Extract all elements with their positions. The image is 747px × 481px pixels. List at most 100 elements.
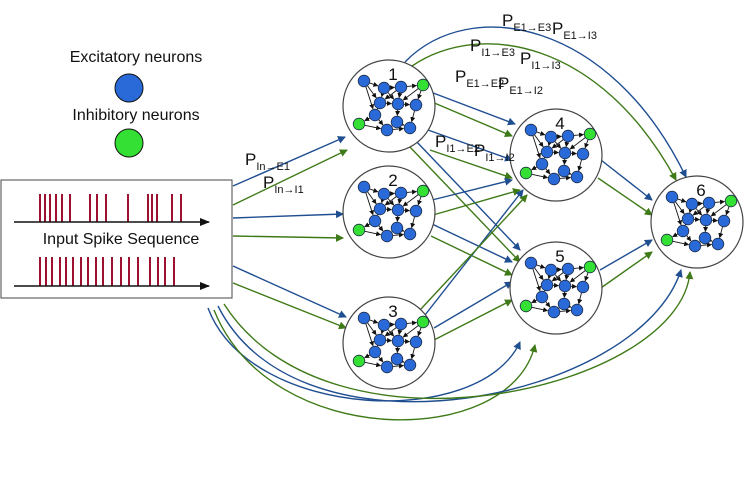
module-5-excitatory-neuron-0 [525, 257, 537, 269]
module-6-inhibitory-neuron-3 [725, 195, 737, 207]
module-3: 3 [343, 297, 435, 389]
module-6-excitatory-neuron-10 [689, 240, 701, 252]
legend-inhibitory-swatch [115, 129, 143, 157]
module-2-excitatory-neuron-5 [392, 204, 404, 216]
plabel-i1-i2-sub: I1→I2 [485, 152, 514, 164]
module-1: 1 [343, 60, 435, 152]
module-6-excitatory-neuron-5 [700, 214, 712, 226]
modules: 1 2 3 4 5 6 [343, 60, 743, 389]
connection-3 [233, 236, 343, 238]
connection-2 [233, 214, 343, 218]
module-4-excitatory-neuron-0 [525, 124, 537, 136]
module-6-inhibitory-neuron-7 [661, 234, 673, 246]
module-2-excitatory-neuron-6 [410, 205, 422, 217]
plabel-e1-e2-p: P [455, 67, 466, 86]
module-1-excitatory-neuron-5 [392, 98, 404, 110]
plabel-i1-i3-p: P [520, 49, 531, 68]
module-3-inhibitory-neuron-3 [417, 316, 429, 328]
module-2: 2 [343, 166, 435, 258]
plabel-e1-e3-sub: E1→E3 [513, 22, 551, 34]
plabel-i1-e3: PI1→E3 [470, 36, 515, 59]
module-2-excitatory-neuron-11 [404, 228, 416, 240]
module-5-label: 5 [555, 247, 564, 266]
connection-9 [224, 272, 690, 398]
module-3-excitatory-neuron-4 [374, 334, 386, 346]
module-3-label: 3 [388, 302, 397, 321]
module-6-excitatory-neuron-11 [712, 238, 724, 250]
module-2-excitatory-neuron-10 [381, 230, 393, 242]
plabel-in-i1-sub: In→I1 [274, 184, 303, 196]
module-5-excitatory-neuron-11 [571, 304, 583, 316]
plabel-i1-i3-sub: I1→I3 [531, 60, 560, 72]
connection-5 [233, 283, 346, 328]
module-4: 4 [510, 109, 602, 201]
module-1-excitatory-neuron-10 [381, 124, 393, 136]
connection-27 [598, 178, 652, 215]
module-4-excitatory-neuron-11 [571, 171, 583, 183]
plabel-in-i1-p: P [263, 173, 274, 192]
module-5-inhibitory-neuron-3 [584, 261, 596, 273]
module-3-excitatory-neuron-10 [381, 361, 393, 373]
module-2-excitatory-neuron-8 [369, 215, 381, 227]
module-3-excitatory-neuron-6 [410, 336, 422, 348]
plabel-e1-e2: PE1→E2 [455, 67, 504, 90]
module-1-inhibitory-neuron-7 [353, 118, 365, 130]
plabel-e1-i2: PE1→I2 [498, 74, 543, 97]
module-5-excitatory-neuron-8 [536, 291, 548, 303]
module-4-inhibitory-neuron-7 [520, 167, 532, 179]
module-6-excitatory-neuron-0 [666, 191, 678, 203]
plabel-i1-e2-p: P [435, 132, 446, 151]
module-6-label: 6 [696, 181, 705, 200]
module-3-excitatory-neuron-8 [369, 346, 381, 358]
module-5-excitatory-neuron-5 [559, 280, 571, 292]
plabel-i1-i2: PI1→I2 [474, 141, 515, 164]
module-4-excitatory-neuron-9 [558, 165, 570, 177]
module-5-excitatory-neuron-4 [541, 279, 553, 291]
plabel-in-i1: PIn→I1 [263, 173, 304, 196]
plabel-e1-e3: PE1→E3 [502, 11, 551, 34]
module-2-excitatory-neuron-9 [391, 222, 403, 234]
plabel-i1-e3-sub: I1→E3 [481, 47, 515, 59]
module-2-excitatory-neuron-0 [358, 181, 370, 193]
module-3-excitatory-neuron-9 [391, 353, 403, 365]
legend-excitatory-swatch [115, 74, 143, 102]
legend-inhibitory-label: Inhibitory neurons [72, 107, 199, 124]
connection-28 [600, 240, 652, 270]
module-4-excitatory-neuron-10 [548, 173, 560, 185]
module-6-excitatory-neuron-6 [718, 215, 730, 227]
module-5: 5 [510, 242, 602, 334]
module-6-excitatory-neuron-9 [699, 232, 711, 244]
module-4-inhibitory-neuron-3 [584, 128, 596, 140]
module-1-excitatory-neuron-0 [358, 75, 370, 87]
module-6-excitatory-neuron-4 [682, 213, 694, 225]
module-4-excitatory-neuron-6 [577, 148, 589, 160]
module-1-excitatory-neuron-9 [391, 116, 403, 128]
module-1-excitatory-neuron-11 [404, 122, 416, 134]
legend-excitatory-label: Excitatory neurons [70, 49, 203, 66]
plabel-e1-i3-sub: E1→I3 [563, 30, 597, 42]
module-4-excitatory-neuron-8 [536, 158, 548, 170]
connection-29 [598, 252, 652, 290]
plabel-i1-e3-p: P [470, 36, 481, 55]
plabel-e1-e3-p: P [502, 11, 513, 30]
inter-module-connections [208, 27, 690, 420]
input-box: Input Spike Sequence [1, 180, 232, 298]
module-5-inhibitory-neuron-7 [520, 300, 532, 312]
module-3-excitatory-neuron-11 [404, 359, 416, 371]
module-3-inhibitory-neuron-7 [353, 355, 365, 367]
plabel-e1-i3-p: P [552, 19, 563, 38]
connection-4 [233, 266, 346, 317]
module-2-inhibitory-neuron-3 [417, 185, 429, 197]
module-2-label: 2 [388, 171, 397, 190]
module-1-excitatory-neuron-4 [374, 97, 386, 109]
module-3-excitatory-neuron-5 [392, 335, 404, 347]
plabel-i1-i2-p: P [474, 141, 485, 160]
legend: Excitatory neurons Inhibitory neurons [70, 49, 203, 157]
module-3-excitatory-neuron-0 [358, 312, 370, 324]
connection-25 [434, 300, 512, 340]
module-6: 6 [651, 176, 743, 268]
module-1-excitatory-neuron-6 [410, 99, 422, 111]
module-4-excitatory-neuron-4 [541, 146, 553, 158]
